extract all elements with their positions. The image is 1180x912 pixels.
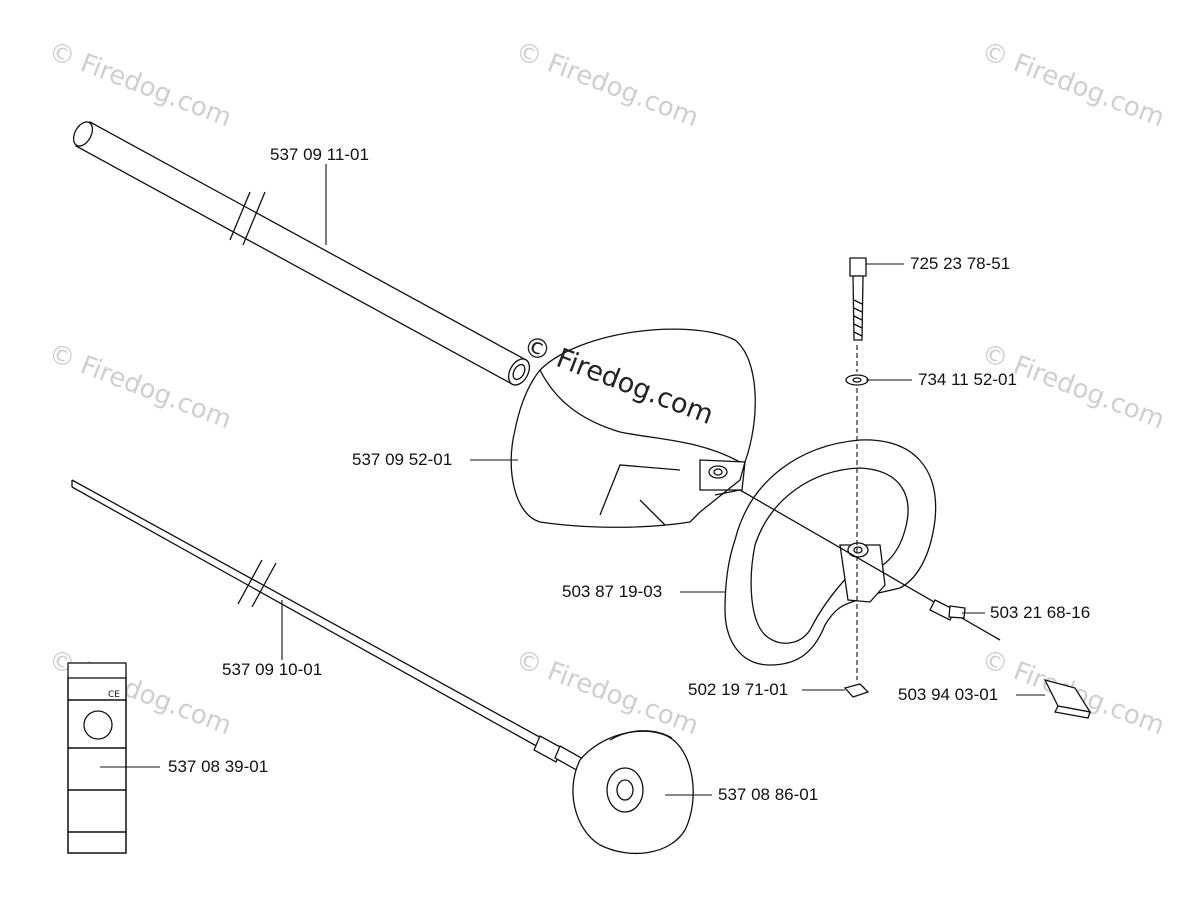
part-label-screw: 503 21 68-16 [990, 603, 1091, 622]
part-label-clip: 503 94 03-01 [898, 685, 999, 704]
clip [1043, 679, 1092, 719]
screw [929, 599, 966, 621]
part-label-cover: 537 08 86-01 [718, 785, 819, 804]
washer [845, 374, 869, 386]
square-nut [843, 683, 870, 698]
shaft-tube [72, 121, 531, 386]
part-label-tube: 537 09 11-01 [270, 145, 369, 164]
part-label-handle: 503 87 19-03 [562, 582, 663, 601]
part-label-shaft: 537 09 10-01 [222, 660, 323, 679]
warning-decal: CE [67, 662, 127, 854]
loop-handle [724, 439, 1001, 666]
part-label-nut: 502 19 71-01 [688, 680, 789, 699]
part-label-guard: 537 09 52-01 [352, 450, 453, 469]
trimmer-guard [510, 328, 756, 528]
part-label-washer: 734 11 52-01 [918, 370, 1017, 389]
clutch-cover [572, 730, 694, 855]
svg-text:CE: CE [108, 690, 120, 700]
bolt [849, 257, 867, 341]
drive-shaft [71, 479, 586, 773]
part-label-decal: 537 08 39-01 [168, 757, 269, 776]
part-label-bolt: 725 23 78-51 [910, 254, 1011, 273]
